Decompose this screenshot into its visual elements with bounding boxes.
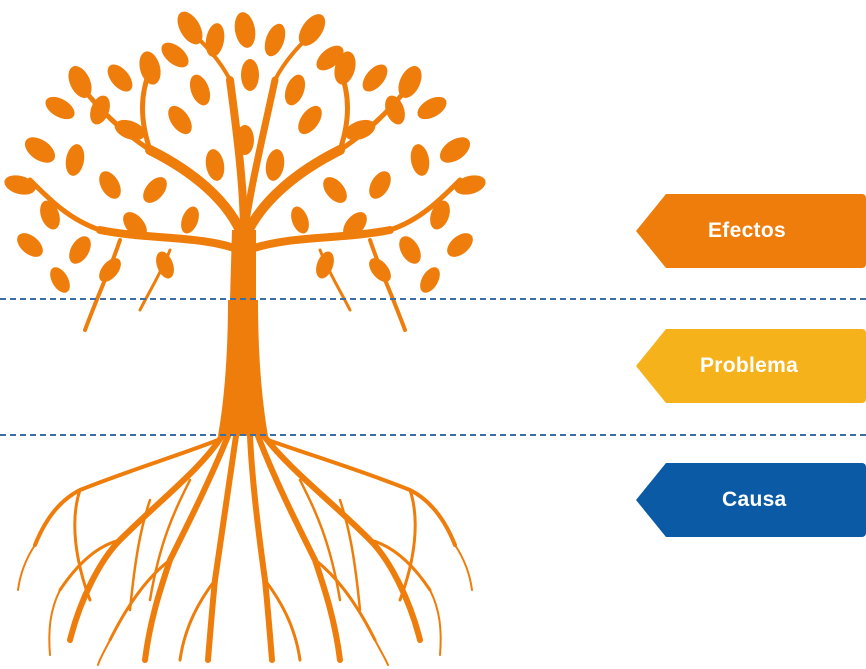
tree-with-roots-icon — [4, 11, 486, 666]
label-causa-text: Causa — [722, 488, 787, 511]
label-problema-text: Problema — [700, 354, 799, 377]
tree-trunk — [218, 300, 268, 436]
divider-trunk-roots — [0, 434, 866, 436]
tree-branches — [27, 28, 463, 332]
label-problema: Problema — [636, 329, 866, 403]
tree-leaves — [4, 11, 486, 293]
label-efectos: Efectos — [636, 194, 866, 268]
divider-canopy-trunk — [0, 298, 866, 300]
label-efectos-text: Efectos — [708, 219, 786, 242]
label-causa: Causa — [636, 463, 866, 537]
tree-roots — [17, 433, 473, 666]
